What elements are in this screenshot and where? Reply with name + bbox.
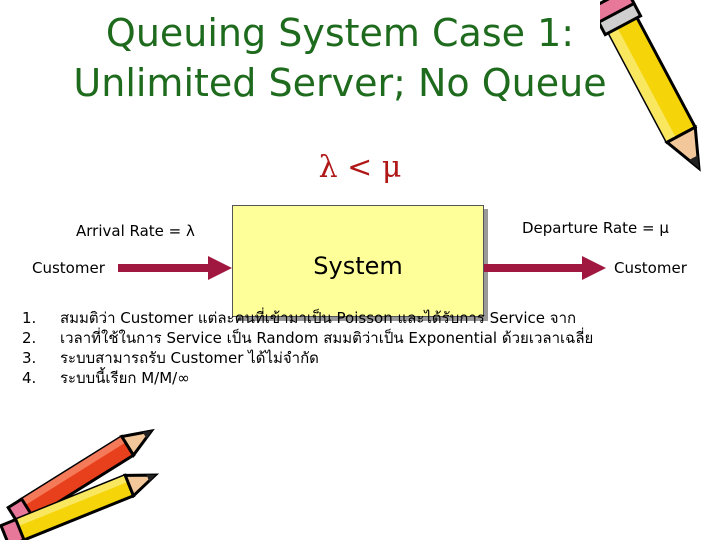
customer-out-label: Customer bbox=[614, 259, 687, 277]
pencils-icon bbox=[0, 428, 160, 540]
rate-relation: λ < μ bbox=[318, 150, 402, 185]
pencil-icon bbox=[600, 0, 701, 172]
system-box: System bbox=[232, 205, 484, 317]
customer-in-label: Customer bbox=[32, 259, 105, 277]
title-line-2: Unlimited Server; No Queue bbox=[73, 61, 607, 105]
departure-arrow bbox=[484, 256, 606, 280]
arrival-rate-label: Arrival Rate = λ bbox=[76, 222, 195, 240]
departure-rate-label: Departure Rate = μ bbox=[522, 219, 669, 237]
system-label: System bbox=[313, 252, 403, 280]
arrival-arrow bbox=[118, 256, 232, 280]
title-line-1: Queuing System Case 1: bbox=[105, 11, 575, 55]
slide-title: Queuing System Case 1: Unlimited Server;… bbox=[0, 8, 680, 108]
